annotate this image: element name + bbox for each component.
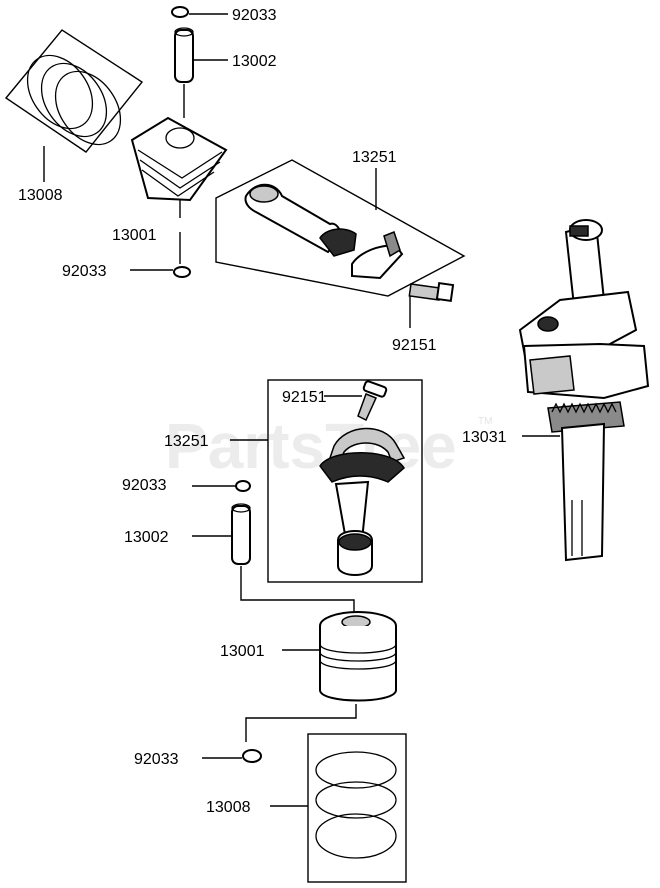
callout-13251-top: 13251	[352, 149, 397, 166]
callout-92151-top: 92151	[392, 337, 437, 354]
connecting-rod-mid-box	[267, 379, 423, 583]
circlip-top-2[interactable]	[130, 266, 191, 278]
callout-92033-bottom: 92033	[134, 751, 179, 768]
watermark-trademark: TM	[478, 416, 492, 427]
bolt-mid[interactable]	[324, 380, 388, 422]
circlip-top-1[interactable]	[171, 6, 228, 18]
callout-92033-mid: 92033	[122, 477, 167, 494]
crankshaft[interactable]	[518, 219, 650, 562]
connecting-rod-top[interactable]	[215, 159, 466, 297]
bolt-top[interactable]	[408, 281, 455, 328]
callout-13008-bottom: 13008	[206, 799, 251, 816]
piston-pin-top[interactable]	[174, 27, 228, 118]
callout-13001-bottom: 13001	[220, 643, 265, 660]
piston-rings-top[interactable]	[4, 29, 144, 182]
piston-pin-mid[interactable]	[192, 503, 355, 612]
callout-13002-top: 13002	[232, 53, 277, 70]
watermark-text: PartsTree	[165, 410, 457, 482]
piston-rings-bottom[interactable]	[270, 733, 407, 883]
callout-13031: 13031	[462, 429, 507, 446]
piston-top[interactable]	[130, 116, 228, 264]
callout-92033-top-2: 92033	[62, 263, 107, 280]
connecting-rod-mid[interactable]	[230, 427, 406, 576]
callout-13251-mid: 13251	[164, 433, 209, 450]
watermark: PartsTree TM	[165, 410, 492, 482]
callout-13001-top: 13001	[112, 227, 157, 244]
callout-13008-top: 13008	[18, 187, 63, 204]
callout-92151-mid: 92151	[282, 389, 327, 406]
callout-13002-mid: 13002	[124, 529, 169, 546]
circlip-mid[interactable]	[192, 480, 251, 492]
circlip-bottom[interactable]	[202, 749, 262, 763]
piston-bottom[interactable]	[245, 611, 397, 742]
callout-92033-top-1: 92033	[232, 7, 277, 24]
